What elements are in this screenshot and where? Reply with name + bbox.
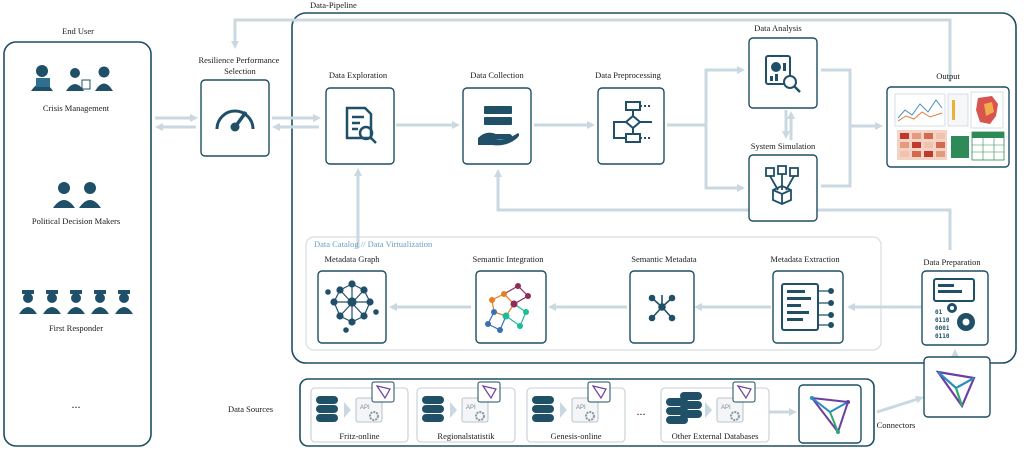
data-preparation-icon <box>933 278 975 331</box>
resilience-box <box>200 79 270 157</box>
source-item: API Genesis-online <box>526 381 626 443</box>
resilience-label: Resilience Performance Selection <box>198 55 281 76</box>
binary-row: 0110 <box>935 333 950 340</box>
end-user-title: End User <box>62 26 94 36</box>
database-icon <box>666 392 702 424</box>
catalog-title: Data Catalog // Data Virtualization <box>314 239 433 249</box>
source-item: API Regionalstatistik <box>416 381 516 443</box>
preprocessing-label: Data Preprocessing <box>595 70 662 80</box>
simulation-box <box>748 154 818 222</box>
semantic-integration-label: Semantic Integration <box>472 254 544 264</box>
connectors-label: Connectors <box>877 420 916 430</box>
preparation-label: Data Preparation <box>923 257 981 267</box>
analytics-icon <box>765 55 801 93</box>
connector-icon <box>481 385 497 400</box>
collection-box <box>462 87 532 165</box>
server-hand-icon <box>478 106 520 146</box>
api-label: API <box>360 405 370 411</box>
output-label: Output <box>936 71 960 81</box>
connector-icon <box>591 385 607 400</box>
metadata-extraction-box <box>772 270 844 344</box>
end-user-group-label: First Responder <box>49 323 103 333</box>
pipeline-title: Data-Pipeline <box>310 0 357 10</box>
api-window-icon <box>461 397 489 423</box>
sources-more: ... <box>637 404 646 418</box>
source-label: Other External Databases <box>672 431 759 441</box>
sources-panel <box>299 378 875 447</box>
sources-title: Data Sources <box>228 404 273 414</box>
document-search-icon <box>345 106 377 144</box>
gauge-icon <box>215 109 255 132</box>
flow-arrows <box>155 18 959 416</box>
connector-icon <box>736 385 752 400</box>
api-window-icon <box>716 397 744 423</box>
binary-row: 0110 <box>935 317 950 324</box>
semantic-metadata-icon <box>648 294 676 322</box>
collection-label: Data Collection <box>470 70 524 80</box>
simulation-label: System Simulation <box>751 141 816 151</box>
first-responder-icon <box>19 290 133 314</box>
gear-icon <box>585 411 595 421</box>
metadata-graph-label: Metadata Graph <box>325 254 381 264</box>
arrow-right-icon <box>705 402 712 418</box>
source-label: Fritz-online <box>339 431 379 441</box>
database-icon <box>422 396 444 422</box>
catalog-panel <box>305 236 882 351</box>
exploration-box <box>325 87 395 165</box>
connector-badge <box>587 381 611 403</box>
arrow-right-icon <box>450 402 457 418</box>
source-boxes: API Fritz-online API Regionalstatistik API Ge… <box>310 381 770 443</box>
semantic-integration-box <box>475 270 547 344</box>
resilience-label-line1: Resilience Performance <box>198 55 279 65</box>
connector-icon <box>809 396 850 435</box>
exploration-label: Data Exploration <box>329 70 388 80</box>
api-window-icon <box>571 397 599 423</box>
end-user-more: ... <box>72 397 81 411</box>
connector-hub-icon <box>935 370 976 409</box>
arrow-right-icon <box>344 402 351 418</box>
database-icon <box>532 396 554 422</box>
resilience-label-line2: Selection <box>224 66 256 76</box>
api-label: API <box>721 405 731 411</box>
source-item: API Other External Databases <box>660 381 770 443</box>
semantic-integration-icon <box>485 283 531 333</box>
political-decision-makers-icon <box>53 182 101 208</box>
pipeline-panel <box>291 12 1017 364</box>
source-label: Regionalstatistik <box>437 431 495 441</box>
metadata-extraction-icon <box>781 283 834 331</box>
end-user-panel <box>3 41 152 447</box>
analysis-box <box>748 37 818 109</box>
output-thumbnail <box>894 91 1005 161</box>
end-user-group-label: Crisis Management <box>43 103 110 113</box>
end-user-group-label: Political Decision Makers <box>32 216 120 226</box>
gear-icon <box>730 411 740 421</box>
api-label: API <box>466 405 476 411</box>
api-label: API <box>576 405 586 411</box>
crisis-management-icon <box>31 65 113 91</box>
binary-row: 01 <box>935 309 943 316</box>
metadata-graph-icon <box>325 280 379 333</box>
database-icon <box>316 396 338 422</box>
gear-icon <box>475 411 485 421</box>
connector-badge <box>477 381 501 403</box>
metadata-extraction-label: Metadata Extraction <box>770 254 840 264</box>
connector-badge <box>371 381 395 403</box>
connector-icon <box>375 385 391 400</box>
system-simulation-icon <box>765 165 799 205</box>
flowchart-icon <box>613 101 652 143</box>
source-label: Genesis-online <box>551 431 602 441</box>
semantic-metadata-label: Semantic Metadata <box>631 254 697 264</box>
binary-row: 0001 <box>935 325 950 332</box>
arrow-right-icon <box>560 402 567 418</box>
analysis-label: Data Analysis <box>754 23 801 33</box>
api-window-icon <box>355 397 383 423</box>
source-item: API Fritz-online <box>310 381 409 443</box>
gear-icon <box>369 411 379 421</box>
connector-badge <box>732 381 756 403</box>
